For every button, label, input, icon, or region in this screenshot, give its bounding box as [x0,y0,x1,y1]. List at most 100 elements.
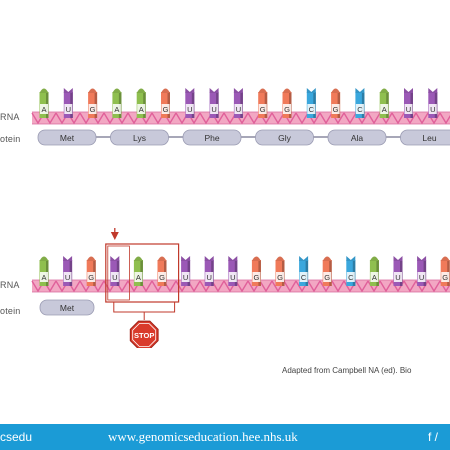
translation-normal-panel: AUGAAGUUUGGCGCAUUGMetLysPheGlyAlaLeu RNA… [0,68,450,188]
nucleotide-G: G [251,256,261,286]
social-icons[interactable]: f / [428,430,439,444]
nucleotide-letter: C [357,105,363,114]
nucleotide-letter: G [90,105,96,114]
nucleotide-letter: G [253,273,259,282]
nucleotide-A: A [369,256,379,286]
nucleotide-G: G [440,256,450,286]
nucleotide-U: U [181,256,191,286]
nucleotide-U: U [233,88,243,118]
nucleotide-letter: U [65,273,70,282]
nucleotide-letter: U [66,105,71,114]
footer-url-link[interactable]: www.genomicseducation.hee.nhs.uk [108,429,298,444]
nucleotide-U: U [428,88,438,118]
nucleotide-C: C [355,88,365,118]
nucleotide-G: G [258,88,268,118]
nucleotide-A: A [133,256,143,286]
nucleotide-U: U [204,256,214,286]
nucleotide-letter: U [183,273,188,282]
nucleotide-letter: G [442,273,448,282]
mrna-label-top: RNA [0,112,20,122]
nucleotide-G: G [86,256,96,286]
amino-acid-label: Leu [422,133,436,143]
nucleotide-G: G [282,88,292,118]
nucleotide-letter: G [88,273,94,282]
nucleotide-U: U [228,256,238,286]
nucleotide-U: U [110,256,120,286]
nucleotide-C: C [299,256,309,286]
amino-acid-lys: Lys [110,129,169,146]
nucleotide-G: G [88,88,98,118]
stop-label: STOP [134,331,154,340]
protein-label-top: otein [0,134,21,144]
protein-chain: Met Lys Phe Gly Ala Leu [37,129,450,146]
nucleotide-A: A [136,88,146,118]
nucleotide-letter: G [159,273,165,282]
amino-acid-label: Met [60,133,75,143]
nucleotide-A: A [39,256,49,286]
nucleotide-letter: U [211,105,216,114]
nucleotide-letter: U [236,105,241,114]
nucleotide-U: U [209,88,219,118]
nucleotide-C: C [346,256,356,286]
mrna-label-bottom: RNA [0,280,20,290]
nucleotide-U: U [417,256,427,286]
nucleotide-letter: U [230,273,235,282]
mrna-strand-top: AUGAAGUUUGGCGCAUUGMetLysPheGlyAlaLeu [31,88,450,146]
protein-label-bottom: otein [0,306,21,316]
footer-bar: csedu www.genomicseducation.hee.nhs.uk f… [0,424,450,450]
nucleotide-letter: U [419,273,424,282]
nucleotide-letter: U [206,273,211,282]
stop-bracket [113,302,176,320]
nucleotide-U: U [404,88,413,118]
nucleotide-G: G [157,256,167,286]
nucleotide-U: U [185,88,195,118]
amino-acid-ala: Ala [327,129,387,146]
nucleotide-letter: G [163,105,169,114]
nucleotide-letter: A [136,273,141,282]
amino-acid-leu: Leu [400,129,450,146]
stop-sign-icon: STOP [129,320,159,348]
footer-handle[interactable]: csedu [0,430,33,444]
credit-text: Adapted from Campbell NA (ed). Bio [282,366,412,375]
nucleotide-letter: A [41,273,46,282]
nucleotide-A: A [112,88,122,118]
nucleotide-G: G [331,88,341,118]
nucleotide-A: A [39,88,49,118]
nucleotide-letter: A [382,105,387,114]
amino-acid-gly: Gly [255,129,314,146]
nucleotide-letter: C [301,273,307,282]
nucleotide-U: U [63,88,73,118]
nucleotide-letter: C [348,273,354,282]
amino-acid-label: Met [60,303,75,313]
amino-acid-label: Gly [278,133,292,143]
nucleotide-G: G [322,256,332,286]
nucleotide-letter: G [324,273,330,282]
amino-acid-met: Met [39,299,95,316]
nucleotide-U: U [63,256,73,286]
nucleotide-letter: A [41,105,46,114]
nucleotide-letter: U [187,105,192,114]
nucleotide-letter: U [112,273,117,282]
nucleotide-C: C [306,88,316,118]
amino-acid-phe: Phe [182,129,242,146]
nucleotide-letter: U [406,105,411,114]
nucleotide-letter: A [139,105,144,114]
nucleotide-letter: C [309,105,315,114]
nucleotide-letter: G [277,273,283,282]
amino-acid-met: Met [37,129,97,146]
nucleotide-U: U [393,256,403,286]
nucleotide-letter: U [430,105,435,114]
nucleotide-letter: G [333,105,339,114]
nucleotide-letter: A [114,105,119,114]
amino-acid-label: Ala [351,133,364,143]
amino-acid-label: Lys [133,133,146,143]
pointer-arrow [110,228,119,240]
nucleotide-letter: U [395,273,400,282]
protein-chain: Met [39,299,95,316]
nucleotide-letter: G [284,105,290,114]
stop-codon-highlight [105,243,180,303]
nucleotide-A: A [379,88,389,118]
amino-acid-label: Phe [204,133,219,143]
